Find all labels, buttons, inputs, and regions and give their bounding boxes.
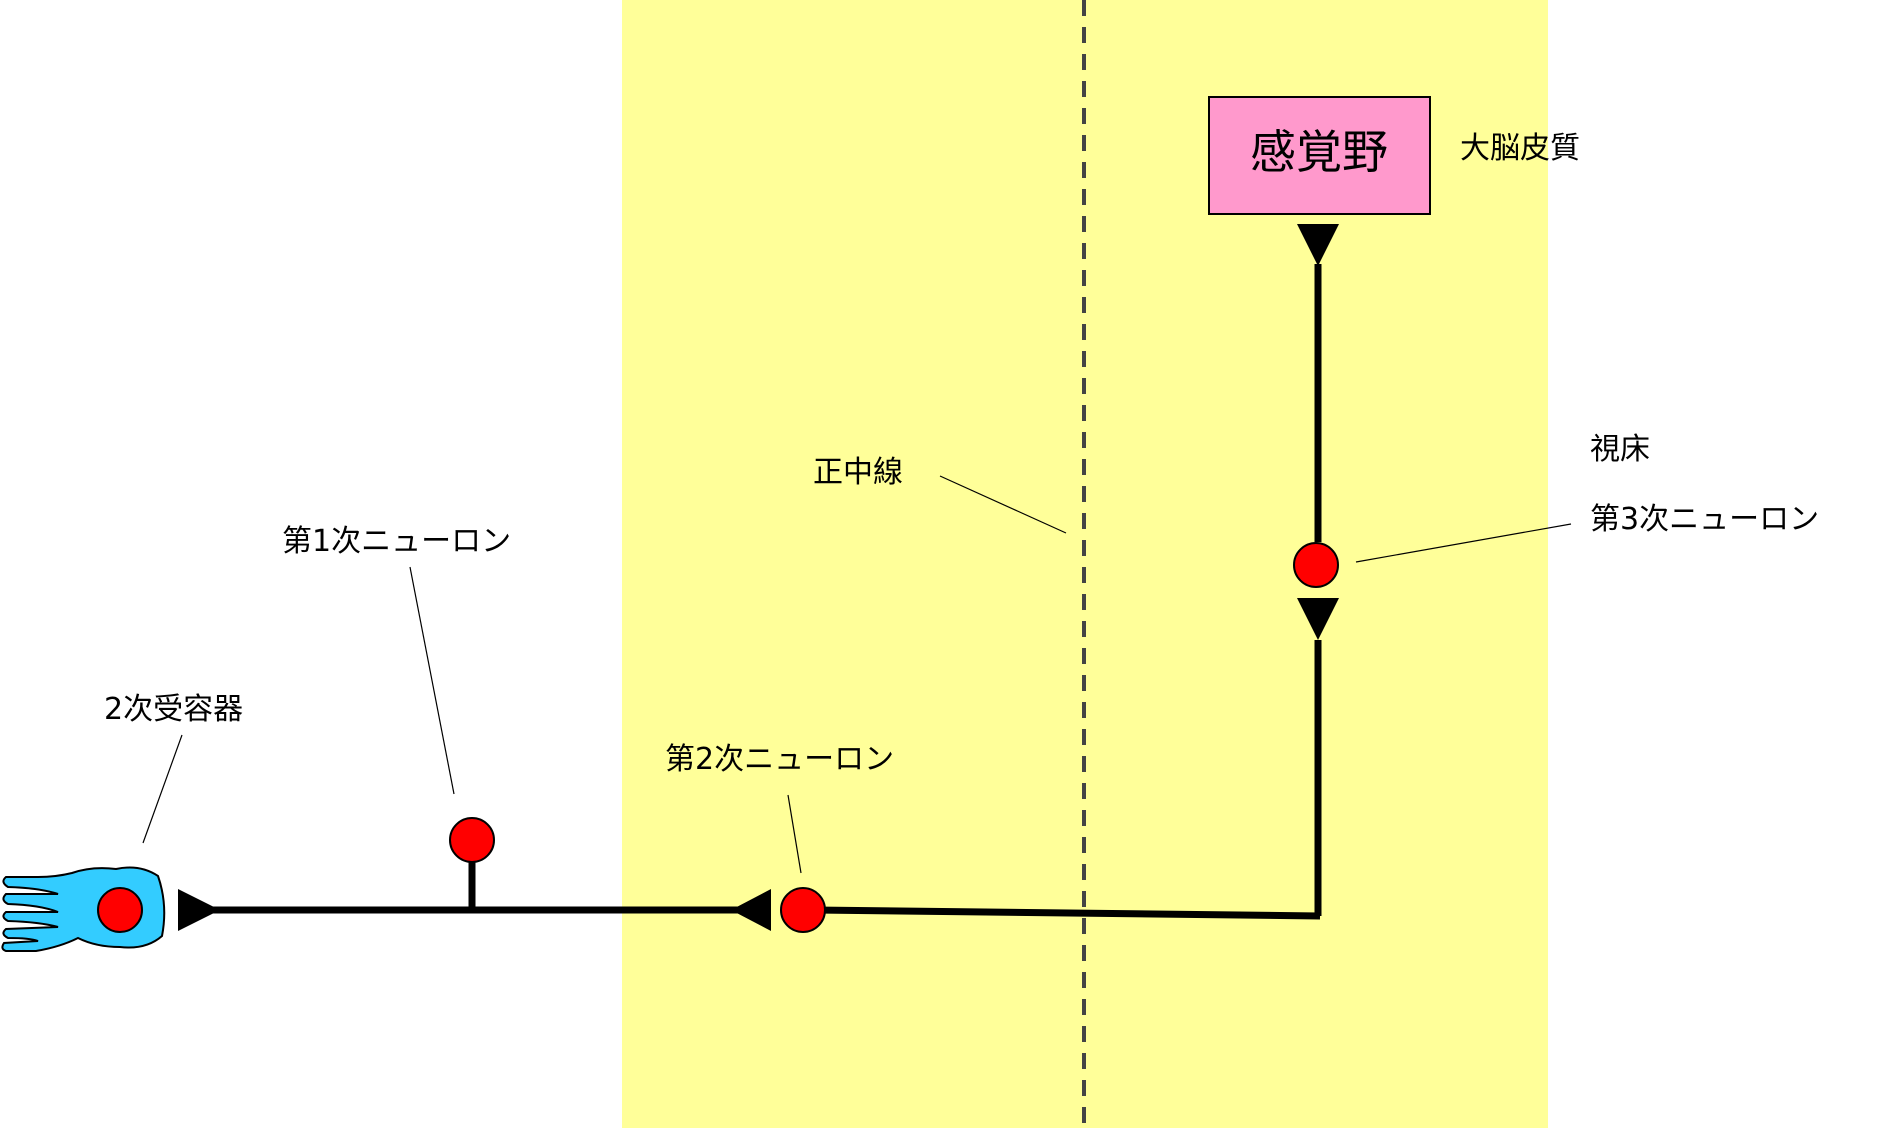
cortex-label: 大脳皮質	[1460, 131, 1580, 166]
midline-label: 正中線	[813, 455, 903, 490]
second-neuron-cell-body	[780, 887, 826, 933]
synapse-arrowhead-thalamus	[1297, 598, 1339, 640]
third-neuron-label: 第3次ニューロン	[1590, 502, 1819, 537]
third-neuron-cell-body	[1293, 542, 1339, 588]
sensory-cortex-box	[1208, 96, 1431, 215]
synapse-arrowhead-cortex	[1297, 224, 1339, 266]
leader-line-third-neuron	[1355, 523, 1572, 563]
second-neuron-axon	[813, 906, 1321, 920]
first-neuron-cell-body	[449, 817, 495, 863]
leader-line-first-neuron	[409, 566, 455, 795]
leader-line-receptor	[142, 734, 183, 844]
synapse-arrowhead-second-neuron	[731, 889, 771, 931]
thalamus-label: 視床	[1590, 432, 1650, 467]
first-neuron-label: 第1次ニューロン	[282, 524, 511, 559]
receptor-cell-body	[97, 887, 143, 933]
leader-line-midline	[939, 475, 1067, 534]
leader-line-second-neuron	[787, 794, 802, 874]
receptor-label: 2次受容器	[104, 692, 243, 727]
sensory-cortex-label: 感覚野	[1250, 125, 1388, 179]
second-neuron-label: 第2次ニューロン	[665, 742, 894, 777]
synapse-arrowhead-receptor	[178, 889, 220, 931]
